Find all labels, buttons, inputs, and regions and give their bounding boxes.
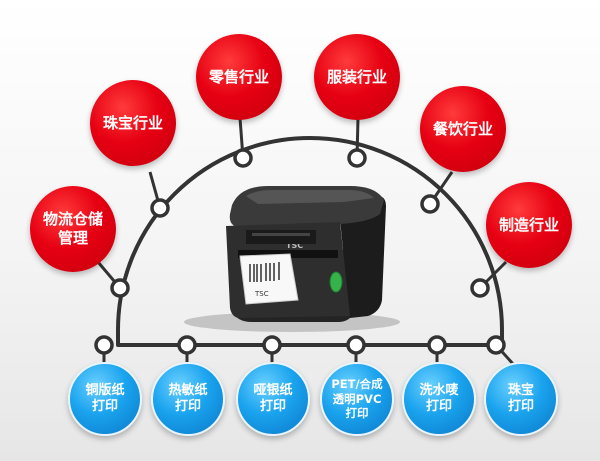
arc-node [262,335,282,355]
industry-bubble-catering: 餐饮行业 [420,86,506,172]
industry-label: 制造行业 [498,215,559,234]
print-label: 铜版纸 打印 [85,382,125,414]
industry-label: 餐饮行业 [432,119,493,138]
arc-node [110,278,130,298]
industry-bubble-retail: 零售行业 [196,34,282,120]
print-bubble-pet-pvc: PET/合成 透明PVC 打印 [320,362,394,436]
arc-node [470,278,490,298]
print-label: PET/合成 透明PVC 打印 [331,377,383,421]
arc-node [347,148,367,168]
industry-bubble-jewelry: 珠宝行业 [90,80,176,166]
print-bubble-coated-paper: 铜版纸 打印 [68,362,142,436]
arc-node [94,335,114,355]
industry-bubble-apparel: 服装行业 [314,34,400,120]
print-label: 哑银纸 打印 [253,382,293,414]
print-label: 珠宝 打印 [507,382,534,414]
industry-bubble-logistics: 物流仓储 管理 [30,186,116,272]
print-label: 洗水唛 打印 [419,382,459,414]
arc-node [150,198,170,218]
arc-node [346,335,366,355]
industry-label: 服装行业 [326,67,387,86]
industry-bubble-manufacturing: 制造行业 [486,182,572,268]
print-bubble-jewelry: 珠宝 打印 [484,362,558,436]
arc-nodes [94,148,506,355]
brand-mark: TSC [286,241,303,250]
arc-node [427,335,447,355]
arc-node [233,148,253,168]
printed-label [239,253,299,305]
printer-illustration: TSC TSC [184,186,400,332]
arc-line [116,136,504,347]
label-text: TSC [254,290,269,298]
arc-node [486,335,506,355]
industry-label: 珠宝行业 [102,113,163,132]
print-bubble-matte-silver: 哑银纸 打印 [236,362,310,436]
print-label: 热敏纸 打印 [168,382,208,414]
print-bubble-wash-label: 洗水唛 打印 [402,362,476,436]
print-bubble-thermal-paper: 热敏纸 打印 [151,362,225,436]
arc-node [177,335,197,355]
arc-node [420,194,440,214]
industry-label: 物流仓储 管理 [42,210,103,247]
print-connectors [102,343,516,367]
feed-button [329,271,343,293]
industry-label: 零售行业 [208,67,269,86]
